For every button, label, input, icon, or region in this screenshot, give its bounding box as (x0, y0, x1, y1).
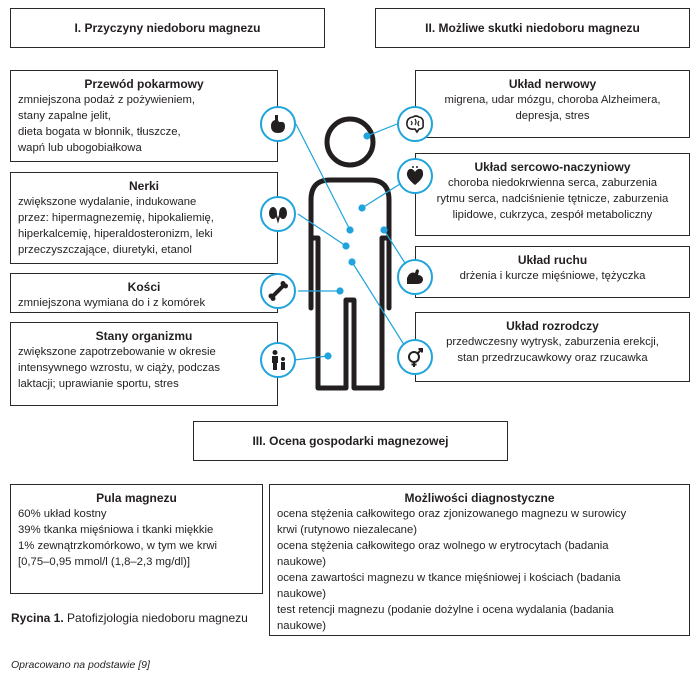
diagnostics-line: naukowe) (277, 588, 326, 600)
pool-box: Pula magnezu 60% układ kostny 39% tkanka… (10, 484, 263, 594)
cause-states-line: laktacji; uprawianie sportu, stres (18, 378, 179, 390)
pool-title: Pula magnezu (96, 491, 177, 505)
effect-cardio-box: Układ sercowo-naczyniowy choroba niedokr… (415, 153, 690, 236)
diagnostics-line: naukowe) (277, 556, 326, 568)
cause-gi-line: stany zapalne jelit, (18, 110, 111, 122)
effect-cardio-line: rytmu serca, nadciśnienie tętnicze, zabu… (436, 193, 669, 205)
cause-kidneys-line: przez: hipermagnezemię, hipokaliemię, (18, 212, 214, 224)
figure-caption: Rycina 1. Patofizjologia niedoboru magne… (11, 611, 248, 625)
cause-kidneys-line: przeczyszczające, diuretyki, etanol (18, 244, 192, 256)
effect-nervous-box: Układ nerwowy migrena, udar mózgu, choro… (415, 70, 690, 138)
diagnostics-line: ocena stężenia całkowitego oraz wolnego … (277, 540, 609, 552)
cause-kidneys-title: Nerki (128, 179, 160, 193)
pool-line: [0,75–0,95 mmol/l (1,8–2,3 mg/dl)] (18, 556, 191, 568)
cause-gi-title: Przewód pokarmowy (84, 77, 204, 91)
effect-reproductive-line: stan przedrzucawkowy oraz rzucawka (457, 352, 648, 364)
gender-symbol-icon (397, 339, 433, 375)
cause-states-title: Stany organizmu (95, 329, 193, 343)
header-causes-text: I. Przyczyny niedoboru magnezu (74, 21, 261, 35)
pool-line: 39% tkanka mięśniowa i tkanki miękkie (18, 524, 214, 536)
effect-nervous-line: migrena, udar mózgu, choroba Alzheimera, (444, 94, 661, 106)
pool-line: 60% układ kostny (18, 508, 107, 520)
bone-icon (260, 273, 296, 309)
header-assessment: III. Ocena gospodarki magnezowej (193, 421, 508, 461)
diagnostics-line: naukowe) (277, 620, 326, 632)
effect-reproductive-title: Układ rozrodczy (506, 319, 599, 333)
figure-source: Opracowano na podstawie [9] (11, 659, 150, 671)
cause-gi-line: zmniejszona podaż z pożywieniem, (18, 94, 196, 106)
cause-states-line: zwiększone zapotrzebowanie w okresie (18, 346, 216, 358)
brain-icon (397, 106, 433, 142)
effect-nervous-line: depresja, stres (515, 110, 590, 122)
cause-gi-box: Przewód pokarmowy zmniejszona podaż z po… (10, 70, 278, 162)
header-causes: I. Przyczyny niedoboru magnezu (10, 8, 325, 48)
figure-caption-text: Patofizjologia niedoboru magnezu (63, 611, 248, 625)
cause-gi-line: dieta bogata w błonnik, tłuszcze, (18, 126, 181, 138)
cause-bones-box: Kości zmniejszona wymiana do i z komórek (10, 273, 278, 313)
cause-kidneys-box: Nerki zwiększone wydalanie, indukowane p… (10, 172, 278, 264)
diagnostics-box: Możliwości diagnostyczne ocena stężenia … (269, 484, 690, 636)
diagnostics-line: krwi (rutynowo niezalecane) (277, 524, 418, 536)
effect-reproductive-box: Układ rozrodczy przedwczesny wytrysk, za… (415, 312, 690, 382)
diagnostics-title: Możliwości diagnostyczne (404, 491, 555, 505)
figure-label: Rycina 1. (11, 611, 64, 625)
cause-bones-title: Kości (127, 280, 161, 294)
effect-nervous-title: Układ nerwowy (508, 77, 597, 91)
diagnostics-line: ocena stężenia całkowitego oraz zjonizow… (277, 508, 627, 520)
effect-reproductive-line: przedwczesny wytrysk, zaburzenia erekcji… (446, 336, 659, 348)
cause-bones-line: zmniejszona wymiana do i z komórek (18, 297, 206, 309)
heart-icon (397, 158, 433, 194)
cause-kidneys-line: zwiększone wydalanie, indukowane (18, 196, 197, 208)
pool-line: 1% zewnątrzkomórkowo, w tym we krwi (18, 540, 217, 552)
connectors (293, 123, 411, 361)
effect-cardio-line: choroba niedokrwienna serca, zaburzenia (447, 177, 658, 189)
header-effects-text: II. Możliwe skutki niedoboru magnezu (425, 21, 640, 35)
human-figure (308, 116, 392, 391)
cause-states-box: Stany organizmu zwiększone zapotrzebowan… (10, 322, 278, 406)
diagnostics-line: ocena zawartości magnezu w tkance mięśni… (277, 572, 621, 584)
cause-gi-line: wapń lub ubogobiałkowa (18, 142, 142, 154)
diagnostics-line: test retencji magnezu (podanie dożylne i… (277, 604, 614, 616)
kidneys-icon (260, 196, 296, 232)
effect-cardio-title: Układ sercowo-naczyniowy (474, 160, 631, 174)
stomach-icon (260, 106, 296, 142)
flexed-arm-icon (397, 259, 433, 295)
family-icon (260, 342, 296, 378)
effect-cardio-line: lipidowe, cukrzyca, zespół metaboliczny (452, 209, 653, 221)
effect-motion-box: Układ ruchu drżenia i kurcze mięśniowe, … (415, 246, 690, 298)
header-effects: II. Możliwe skutki niedoboru magnezu (375, 8, 690, 48)
cause-kidneys-line: hiperkalcemię, hiperaldosteronizm, leki (18, 228, 213, 240)
effect-motion-title: Układ ruchu (517, 253, 588, 267)
cause-states-line: intensywnego wzrostu, w ciąży, podczas (18, 362, 220, 374)
effect-motion-line: drżenia i kurcze mięśniowe, tężyczka (459, 270, 646, 282)
header-assessment-text: III. Ocena gospodarki magnezowej (252, 434, 449, 448)
